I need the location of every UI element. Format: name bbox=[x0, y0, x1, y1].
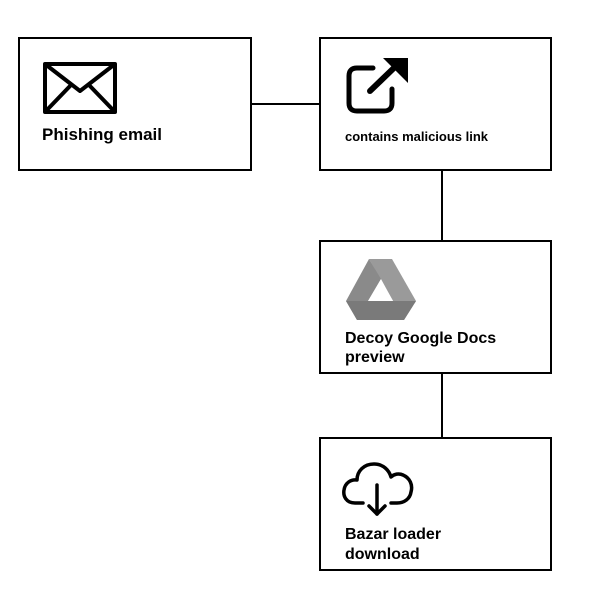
node-label-phishing-email: Phishing email bbox=[42, 125, 162, 144]
node-label-malicious-link: contains malicious link bbox=[345, 129, 489, 144]
cloud-download-icon bbox=[342, 462, 414, 516]
envelope-icon bbox=[43, 62, 117, 114]
node-bazar-loader-download: Bazar loader download bbox=[319, 437, 552, 571]
node-label-bazar-download: Bazar loader download bbox=[345, 526, 442, 563]
external-link-icon bbox=[346, 58, 408, 114]
node-phishing-email: Phishing email bbox=[18, 37, 252, 171]
node-decoy-google-docs-preview: Decoy Google Docs preview bbox=[319, 240, 552, 374]
google-drive-icon bbox=[346, 259, 416, 320]
node-malicious-link: contains malicious link bbox=[319, 37, 552, 171]
node-label-decoy-preview: Decoy Google Docs preview bbox=[345, 330, 497, 366]
